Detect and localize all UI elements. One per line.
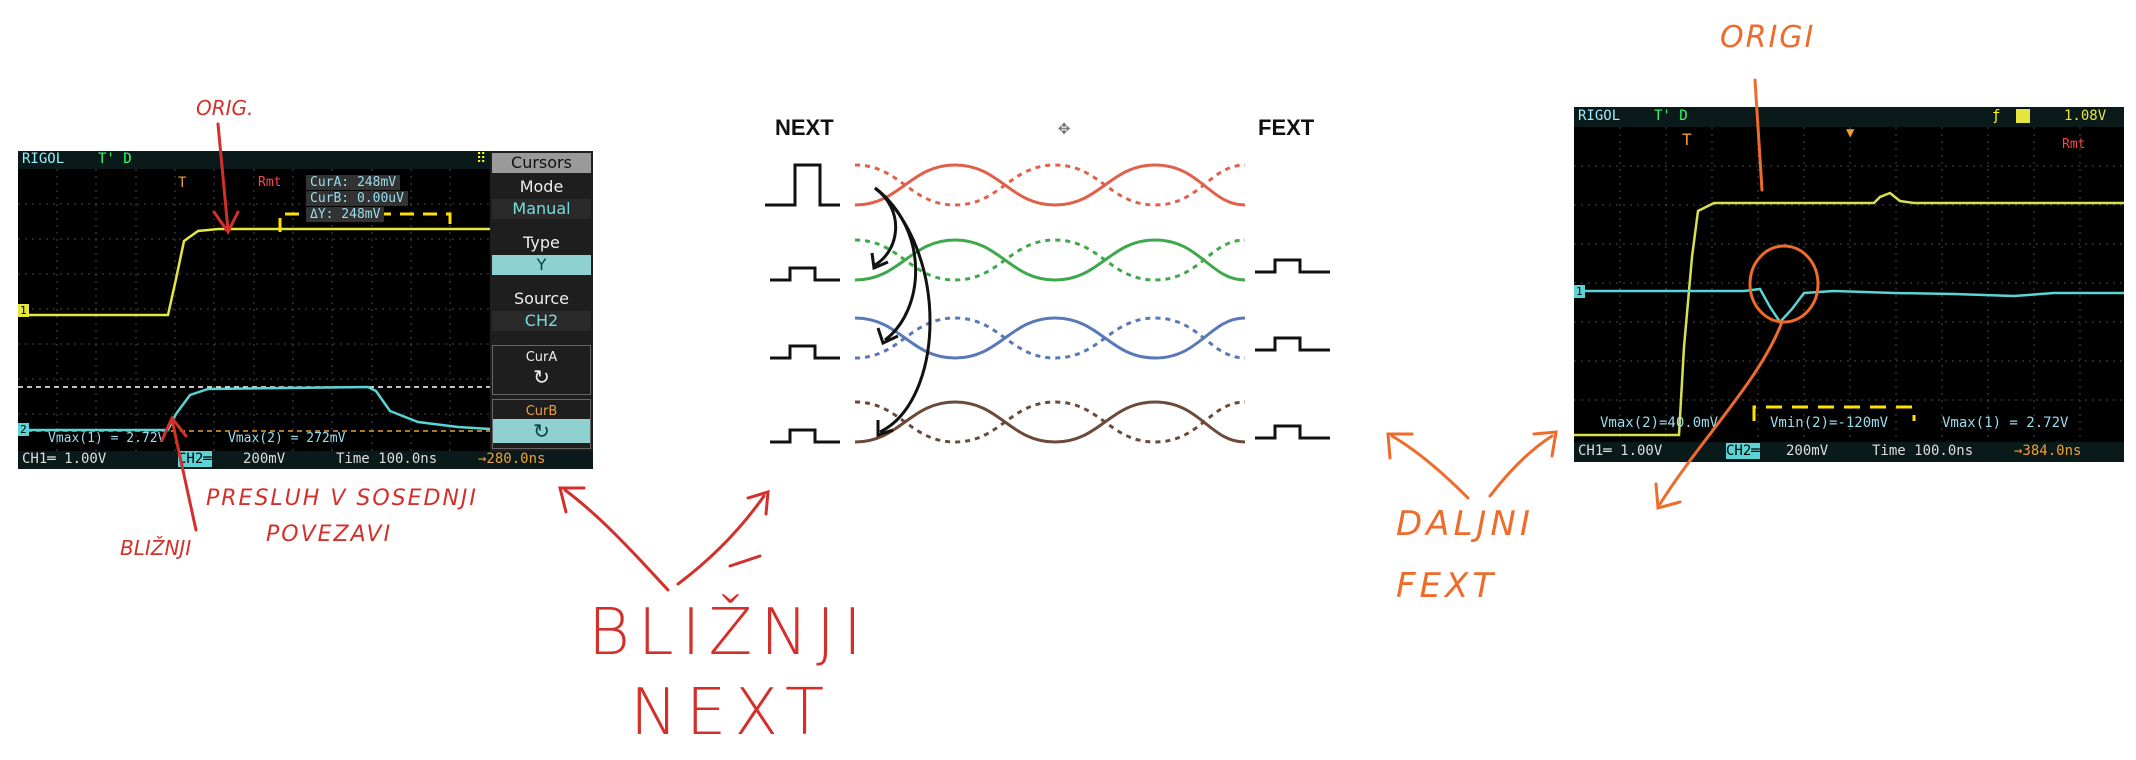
crosstalk-diagram	[765, 163, 1330, 444]
left-scope-screen: RIGOL T' D ⠿ T Rmt CurA: 248mV Cu	[18, 151, 593, 469]
next-pulse-pair-3	[770, 344, 840, 360]
center-blizni-note: BLIŽNJI	[588, 596, 870, 670]
menu-mode-value[interactable]: Manual	[492, 199, 591, 219]
left-scope-footer: CH1═ 1.00V CH2═ 200mV Time 100.0ns →280.…	[18, 451, 593, 469]
ch1-scale: CH1═ 1.00V	[1578, 443, 1663, 459]
right-fext-note: FEXT	[1396, 566, 1498, 606]
twisted-pair-green	[854, 238, 1246, 282]
menu-type-label[interactable]: Type	[523, 233, 560, 252]
menu-title-cursors: Cursors	[492, 153, 591, 173]
ch1-marker: 1	[18, 304, 29, 317]
fext-label: FEXT	[1258, 115, 1315, 140]
menu-mode-label[interactable]: Mode	[519, 177, 564, 196]
vmax1-measurement: Vmax(1) = 2.72V	[1942, 415, 2069, 431]
trigger-channel-badge	[2016, 109, 2030, 123]
menu-cur-a[interactable]: CurA ↻	[492, 345, 591, 395]
trigger-level: 1.08V	[2064, 108, 2107, 124]
svg-text:▼: ▼	[1846, 127, 1855, 141]
ch2-marker: 2	[18, 423, 29, 436]
left-orig-note: ORIG.	[196, 96, 254, 120]
trigger-status: T' D	[1654, 108, 1688, 124]
right-scope-header: RIGOL T' D ƒ 1.08V	[1574, 107, 2124, 127]
left-scope-header: RIGOL T' D ⠿	[18, 151, 593, 169]
left-blizni-note: BLIŽNJI	[120, 536, 192, 560]
timebase: Time 100.0ns	[1872, 443, 1974, 459]
ch2-badge: CH2═	[1726, 443, 1760, 459]
cursor-delta-readout: ΔY: 248mV	[306, 207, 385, 222]
trigger-edge-icon: ƒ	[1992, 108, 2001, 124]
svg-text:T: T	[178, 175, 187, 191]
vmax2-measurement: Vmax(2)=40.0mV	[1600, 415, 1719, 431]
right-scope-waveform: T ▼	[1574, 127, 2124, 442]
vmin2-measurement: Vmin(2)=-120mV	[1770, 415, 1889, 431]
ch2-badge: CH2═	[178, 451, 212, 467]
right-scope-footer: CH1═ 1.00V CH2═ 200mV Time 100.0ns →384.…	[1574, 442, 2124, 462]
fext-pulse-pair-2	[1255, 258, 1330, 274]
cursor-b-readout: CurB: 0.00uV	[306, 191, 408, 206]
next-label: NEXT	[775, 115, 834, 140]
right-daljni-note: DALJNI	[1396, 504, 1534, 544]
cur-a-rotate-icon: ↻	[533, 365, 550, 389]
ch1-scale: CH1═ 1.00V	[22, 451, 107, 467]
cur-b-rotate-icon: ↻	[493, 419, 590, 443]
cur-b-label: CurB	[525, 404, 558, 419]
timebase: Time 100.0ns	[336, 451, 438, 467]
vmax1-measurement: Vmax(1) = 2.72V	[48, 431, 166, 446]
cur-a-label: CurA	[525, 350, 558, 365]
menu-source-value[interactable]: CH2	[492, 311, 591, 331]
fext-pulse-pair-3	[1255, 336, 1330, 352]
brand-label: RIGOL	[1578, 108, 1621, 124]
twisted-pair-red	[854, 163, 1246, 207]
twisted-pair-blue	[854, 316, 1246, 360]
vmax2-measurement: Vmax(2) = 272mV	[228, 431, 346, 446]
right-scope-screen: RIGOL T' D ƒ 1.08V T ▼ Rmt 1 Vmax(2)=	[1574, 107, 2124, 462]
rmt-indicator: Rmt	[2062, 137, 2086, 152]
trigger-status: T' D	[98, 151, 132, 167]
next-coupling-arrows	[870, 186, 932, 438]
cursor-a-readout: CurA: 248mV	[306, 175, 401, 190]
next-pulse-pair-2	[770, 266, 840, 282]
trigger-edge-icon: ⠿	[476, 151, 487, 167]
move-handle-icon[interactable]: ✥	[1058, 115, 1071, 139]
trigger-position: →384.0ns	[2014, 443, 2082, 459]
brand-label: RIGOL	[22, 151, 65, 167]
fext-pulse-pair-4	[1255, 424, 1330, 440]
ch2-scale: 200mV	[1786, 443, 1829, 459]
svg-text:T: T	[1682, 130, 1692, 149]
left-povezavi-note: POVEZAVI	[266, 522, 393, 547]
twisted-pair-brown	[854, 400, 1246, 444]
cursor-menu-panel: Cursors Mode Manual Type Y Source CH2 Cu…	[490, 151, 593, 451]
trigger-position: →280.0ns	[478, 451, 546, 467]
right-origi-note: ORIGI	[1720, 20, 1816, 55]
next-input-pulse	[765, 163, 840, 207]
rmt-indicator: Rmt	[258, 175, 282, 190]
menu-source-label[interactable]: Source	[514, 289, 569, 308]
next-pulse-pair-4	[770, 428, 840, 444]
menu-type-value[interactable]: Y	[492, 255, 591, 275]
menu-cur-b[interactable]: CurB ↻	[492, 399, 591, 449]
center-next-note: NEXT	[630, 676, 833, 750]
ch2-scale: 200mV	[243, 451, 286, 467]
left-presluh-note: PRESLUH V SOSEDNJI	[206, 486, 478, 511]
ch1-marker: 1	[1574, 285, 1585, 298]
